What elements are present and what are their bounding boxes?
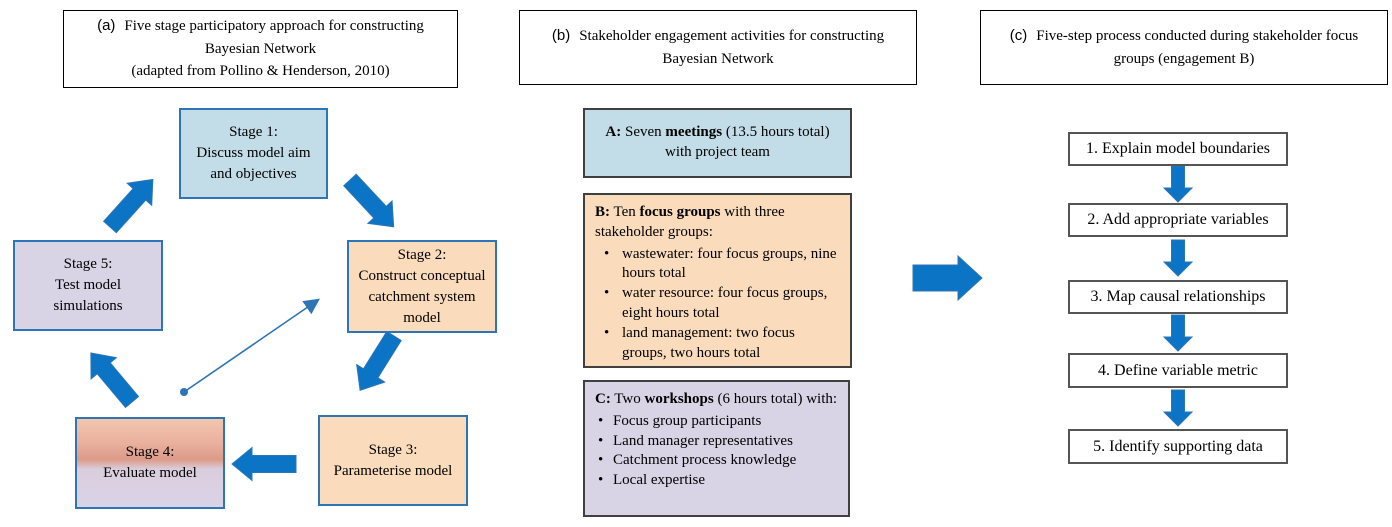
stage-2-box: Stage 2: Construct conceptual catchment … [347,240,497,333]
panel-a-subtitle: (adapted from Pollino & Henderson, 2010) [131,63,390,80]
arrow-step3-to-step4-icon [1163,314,1193,352]
panel-b-header-text: (b) Stakeholder engagement activities for… [530,25,906,70]
panel-c-label: (c) [1009,27,1028,44]
list-item: Focus group participants [595,412,838,432]
step-3-box: 3. Map causal relationships [1068,280,1288,314]
stage-3-box: Stage 3: Parameterise model [318,415,468,506]
panel-b-header: (b) Stakeholder engagement activities for… [519,10,917,85]
list-item: Local expertise [595,471,838,491]
panel-c-title: Five-step process conducted during stake… [1036,28,1359,67]
stage-5-title: Stage 5: [63,256,113,272]
step-2-label: 2. Add appropriate variables [1087,211,1269,229]
panel-b-label: (b) [551,27,571,44]
engagement-a-t2: (13.5 hours total) with project team [665,124,830,160]
stage-2-title: Stage 2: [397,246,447,263]
stage-1-title: Stage 1: [229,124,278,140]
stage-5-box: Stage 5: Test model simulations [13,240,163,331]
engagement-b-lead: B: Ten focus groups with three stakehold… [595,203,840,243]
engagement-a-box: A: Seven meetings (13.5 hours total) wit… [583,108,852,178]
engagement-c-t2: (6 hours total) with: [713,391,838,407]
arrow-stage1-to-stage2-icon [337,168,407,239]
arrow-step1-to-step2-icon [1163,165,1193,203]
list-item: Land manager representatives [595,432,838,452]
panel-a-header: (a) Five stage participatory approach for… [63,10,458,88]
stage-3-desc: Parameterise model [333,462,453,479]
step-4-box: 4. Define variable metric [1068,353,1288,388]
engagement-b-bold: focus groups [639,204,721,220]
step-4-label: 4. Define variable metric [1098,361,1258,379]
list-item: water resource: four focus groups, eight… [595,284,840,324]
step-1-label: 1. Explain model boundaries [1086,140,1270,158]
step-3-label: 3. Map causal relationships [1090,288,1266,306]
engagement-b-box: B: Ten focus groups with three stakehold… [583,193,852,368]
engagement-c-bullet-list: Focus group participants Land manager re… [595,412,838,491]
engagement-a-t1: Seven [621,124,666,141]
step-5-box: 5. Identify supporting data [1068,429,1288,464]
panel-a-label: (a) [97,17,116,35]
list-item: Catchment process knowledge [595,451,838,471]
engagement-c-box: C: Two workshops (6 hours total) with: F… [583,380,850,517]
panel-c-header: (c) Five-step process conducted during st… [980,10,1388,85]
stage-2-desc: Construct conceptual catchment system mo… [358,267,486,326]
panel-c-header-text: (c) Five-step process conducted during st… [991,25,1377,70]
list-item: land management: two focus groups, two h… [595,324,840,364]
arrow-step2-to-step3-icon [1163,239,1193,277]
engagement-b-letter: B: [595,204,610,220]
stage-4-desc: Evaluate model [103,465,197,481]
engagement-c-lead: C: Two workshops (6 hours total) with: [595,390,838,410]
engagement-a-text: A: Seven meetings (13.5 hours total) wit… [591,123,844,163]
engagement-b-bullet-list: wastewater: four focus groups, nine hour… [595,245,840,364]
panel-b-title: Stakeholder engagement activities for co… [579,28,885,67]
engagement-c-t1: Two [610,391,645,407]
engagement-c-letter: C: [595,391,611,407]
arrow-stage5-to-stage1-icon [97,167,166,239]
engagement-b-t1: Ten [610,204,640,220]
engagement-a-letter: A: [605,124,622,141]
panel-a-title: Five stage participatory approach for co… [124,18,424,57]
engagement-b-t2: with three stakeholder groups: [595,204,785,240]
step-1-box: 1. Explain model boundaries [1068,132,1288,166]
arrow-panel-b-to-panel-c-icon [912,255,983,301]
step-2-box: 2. Add appropriate variables [1068,203,1288,237]
panel-a-header-text: (a) Five stage participatory approach for… [74,15,447,60]
stage-1-box: Stage 1: Discuss model aim and objective… [179,108,328,199]
arrow-step4-to-step5-icon [1163,389,1193,427]
arrow-stage2-to-stage3-icon [345,326,409,400]
step-5-label: 5. Identify supporting data [1093,437,1263,455]
stage-3-title: Stage 3: [368,441,418,458]
engagement-a-bold: meetings [665,124,723,141]
stage-5-desc: Test model simulations [53,277,123,314]
stage-1-desc: Discuss model aim and objectives [196,145,311,182]
engagement-c-bold: workshops [644,391,714,407]
connector-stage4-to-stage2 [180,298,320,396]
stage-4-box: Stage 4: Evaluate model [75,417,225,509]
stage-4-title: Stage 4: [125,444,175,460]
arrow-stage4-to-stage5-icon [77,341,146,414]
list-item: wastewater: four focus groups, nine hour… [595,245,840,285]
arrow-stage3-to-stage4-icon [231,447,297,481]
